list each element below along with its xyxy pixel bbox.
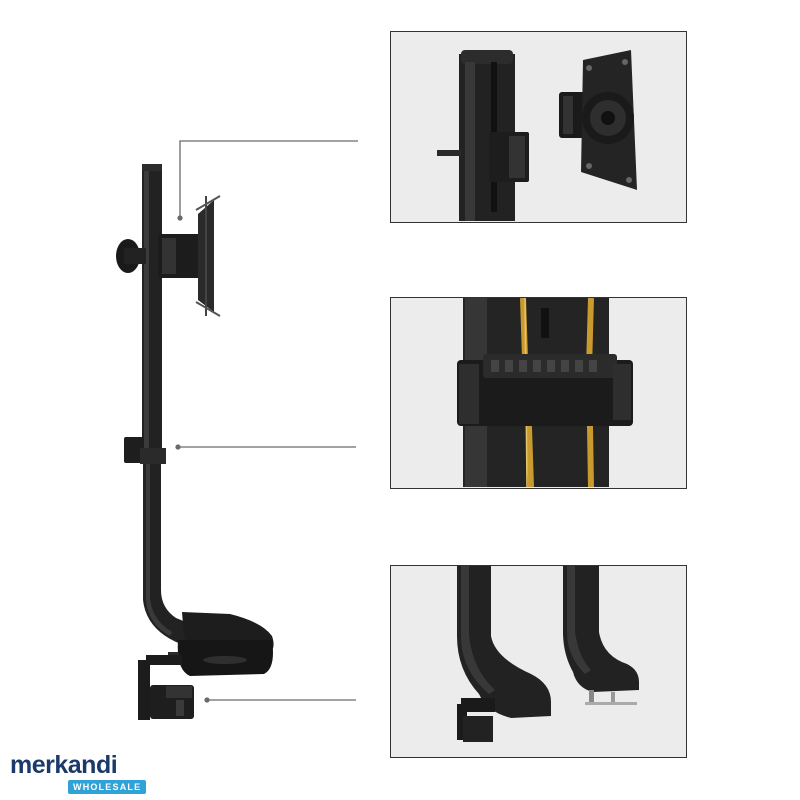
desk-clamp-detail-panel xyxy=(390,565,687,758)
leader-line-top xyxy=(179,140,358,218)
cable-clip-detail-panel xyxy=(390,297,687,489)
stand-base xyxy=(168,612,274,676)
vesa-mount-detail-panel xyxy=(390,31,687,223)
vesa-head xyxy=(116,195,221,317)
leader-lines xyxy=(178,140,358,701)
cable-clip-detail-icon xyxy=(391,298,685,487)
height-clip xyxy=(124,437,166,464)
desk-clamp-detail-icon xyxy=(391,566,685,756)
vesa-mount-detail-icon xyxy=(391,32,685,221)
merkandi-logo: merkandi WHOLESALE xyxy=(10,752,150,796)
desk-clamp xyxy=(138,655,194,720)
logo-badge: WHOLESALE xyxy=(68,780,147,794)
leader-dots xyxy=(175,215,210,703)
stand-pole xyxy=(142,164,230,660)
logo-wordmark: merkandi xyxy=(10,751,118,779)
